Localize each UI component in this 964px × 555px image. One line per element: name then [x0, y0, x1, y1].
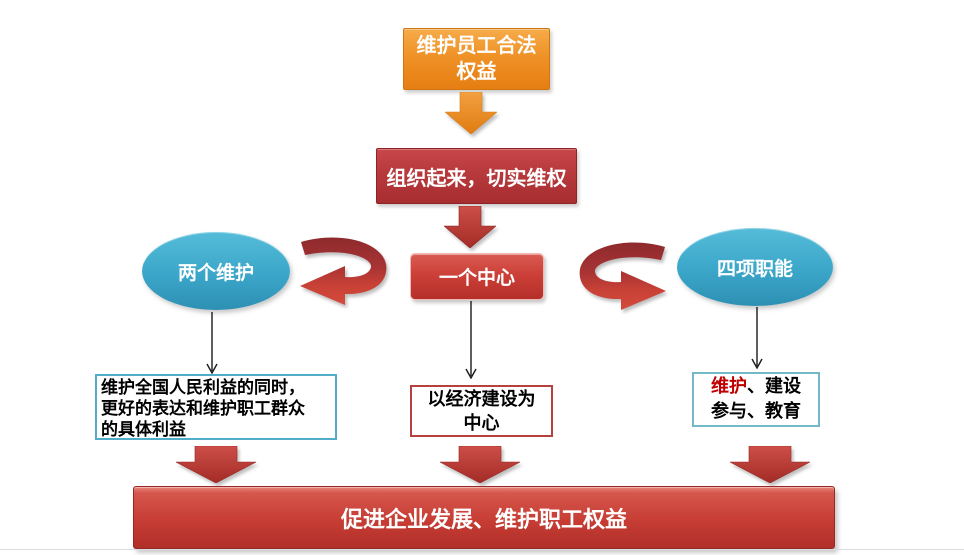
connector-down-arrow-icon — [751, 307, 763, 369]
right-detail-rest: 、建设 参与、教育 — [711, 376, 801, 421]
connector-down-arrow-icon — [206, 312, 218, 374]
big-down-arrow-icon — [730, 446, 810, 483]
right-detail-box: 维护、建设 参与、教育 — [692, 372, 820, 427]
center-detail-box: 以经济建设为 中心 — [410, 385, 553, 437]
right-detail-highlight: 维护 — [711, 376, 747, 396]
slide-edge-divider — [0, 549, 964, 550]
down-arrow-icon — [445, 92, 497, 134]
two-protections-ellipse: 两个维护 — [142, 232, 290, 310]
connector-down-arrow-icon — [465, 301, 477, 379]
result-banner: 促进企业发展、维护职工权益 — [133, 486, 835, 549]
left-detail-box: 维护全国人民利益的同时， 更好的表达和维护职工群众 的具体利益 — [95, 374, 337, 440]
four-functions-ellipse: 四项职能 — [677, 228, 833, 306]
curved-right-arrow-icon — [579, 242, 666, 310]
organize-box: 组织起来，切实维权 — [376, 148, 577, 204]
big-down-arrow-icon — [176, 446, 256, 483]
big-down-arrow-icon — [440, 446, 520, 483]
goal-box: 维护员工合法 权益 — [403, 28, 550, 90]
down-arrow-icon — [444, 206, 496, 248]
one-center-box: 一个中心 — [410, 253, 544, 300]
curved-left-arrow-icon — [300, 237, 387, 305]
